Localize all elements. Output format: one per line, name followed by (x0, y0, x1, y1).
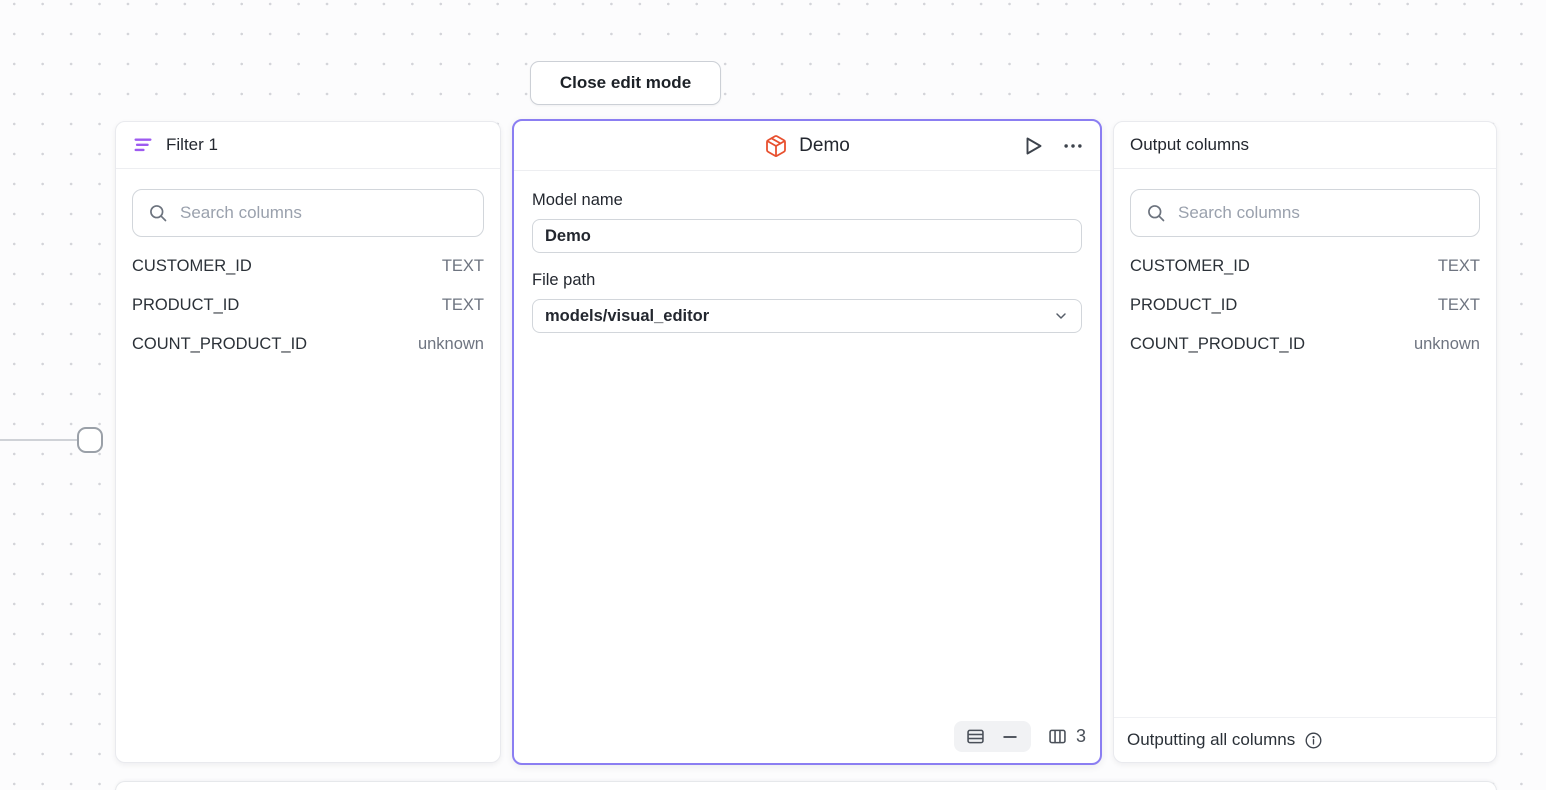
cube-icon (764, 134, 788, 158)
model-node[interactable]: Demo (512, 119, 1102, 765)
filter-search-input[interactable] (180, 203, 468, 223)
play-icon (1021, 134, 1045, 158)
column-name: COUNT_PRODUCT_ID (132, 335, 308, 353)
column-row[interactable]: PRODUCT_ID TEXT (116, 286, 500, 325)
minus-icon (1000, 727, 1020, 747)
column-name: CUSTOMER_ID (1130, 257, 1250, 275)
file-path-select[interactable]: models/visual_editor (532, 299, 1082, 333)
model-name-label: Model name (532, 191, 623, 209)
table-columns-icon (1047, 726, 1068, 747)
column-name: PRODUCT_ID (132, 296, 240, 314)
column-count: 3 (1075, 726, 1086, 746)
file-path-value: models/visual_editor (545, 306, 710, 325)
filter-node[interactable]: Filter 1 CUSTOMER_ID TEXT PRODUCT_ID TEX… (115, 121, 501, 763)
more-options-button[interactable] (1062, 135, 1084, 157)
column-name: COUNT_PRODUCT_ID (1130, 335, 1306, 353)
output-footer: Outputting all columns (1114, 717, 1496, 762)
output-search-input[interactable] (1178, 203, 1464, 223)
column-count-indicator[interactable]: 3 (1047, 726, 1086, 747)
column-type: TEXT (441, 296, 484, 314)
column-row[interactable]: CUSTOMER_ID TEXT (116, 247, 500, 286)
output-column-list: CUSTOMER_ID TEXT PRODUCT_ID TEXT COUNT_P… (1114, 245, 1496, 366)
column-name: CUSTOMER_ID (132, 257, 252, 275)
filter-column-list: CUSTOMER_ID TEXT PRODUCT_ID TEXT COUNT_P… (116, 245, 500, 366)
column-type: TEXT (1437, 296, 1480, 314)
column-row[interactable]: CUSTOMER_ID TEXT (1114, 247, 1496, 286)
model-node-title: Demo (799, 134, 850, 156)
search-icon (1146, 203, 1166, 223)
close-edit-mode-button[interactable]: Close edit mode (530, 61, 721, 105)
table-rows-icon (965, 726, 986, 747)
chevron-down-icon (1053, 308, 1069, 324)
file-path-label: File path (532, 271, 596, 289)
column-type: unknown (1413, 335, 1480, 353)
column-type: TEXT (1437, 257, 1480, 275)
column-type: TEXT (441, 257, 484, 275)
output-node-title: Output columns (1130, 135, 1250, 154)
filter-node-header[interactable]: Filter 1 (116, 122, 500, 169)
ellipsis-icon (1062, 135, 1084, 157)
info-icon[interactable] (1304, 731, 1323, 750)
output-search-box[interactable] (1130, 189, 1480, 237)
output-node-header: Output columns (1114, 122, 1496, 169)
column-row[interactable]: COUNT_PRODUCT_ID unknown (116, 325, 500, 364)
model-name-input[interactable] (532, 219, 1082, 253)
search-icon (148, 203, 168, 223)
run-model-button[interactable] (1021, 134, 1045, 158)
filter-node-title: Filter 1 (166, 135, 218, 154)
column-name: PRODUCT_ID (1130, 296, 1238, 314)
table-preview-toggle[interactable] (953, 721, 1031, 752)
bottom-partial-node[interactable] (115, 781, 1497, 790)
filter-icon (132, 134, 154, 156)
filter-search-box[interactable] (132, 189, 484, 237)
edge-connector-line (0, 439, 78, 441)
model-node-header[interactable]: Demo (514, 121, 1100, 171)
edge-connector-handle[interactable] (77, 427, 103, 453)
column-row[interactable]: COUNT_PRODUCT_ID unknown (1114, 325, 1496, 364)
output-node[interactable]: Output columns CUSTOMER_ID TEXT PRODUCT_… (1113, 121, 1497, 763)
output-footer-label: Outputting all columns (1127, 730, 1296, 749)
column-type: unknown (417, 335, 484, 353)
column-row[interactable]: PRODUCT_ID TEXT (1114, 286, 1496, 325)
